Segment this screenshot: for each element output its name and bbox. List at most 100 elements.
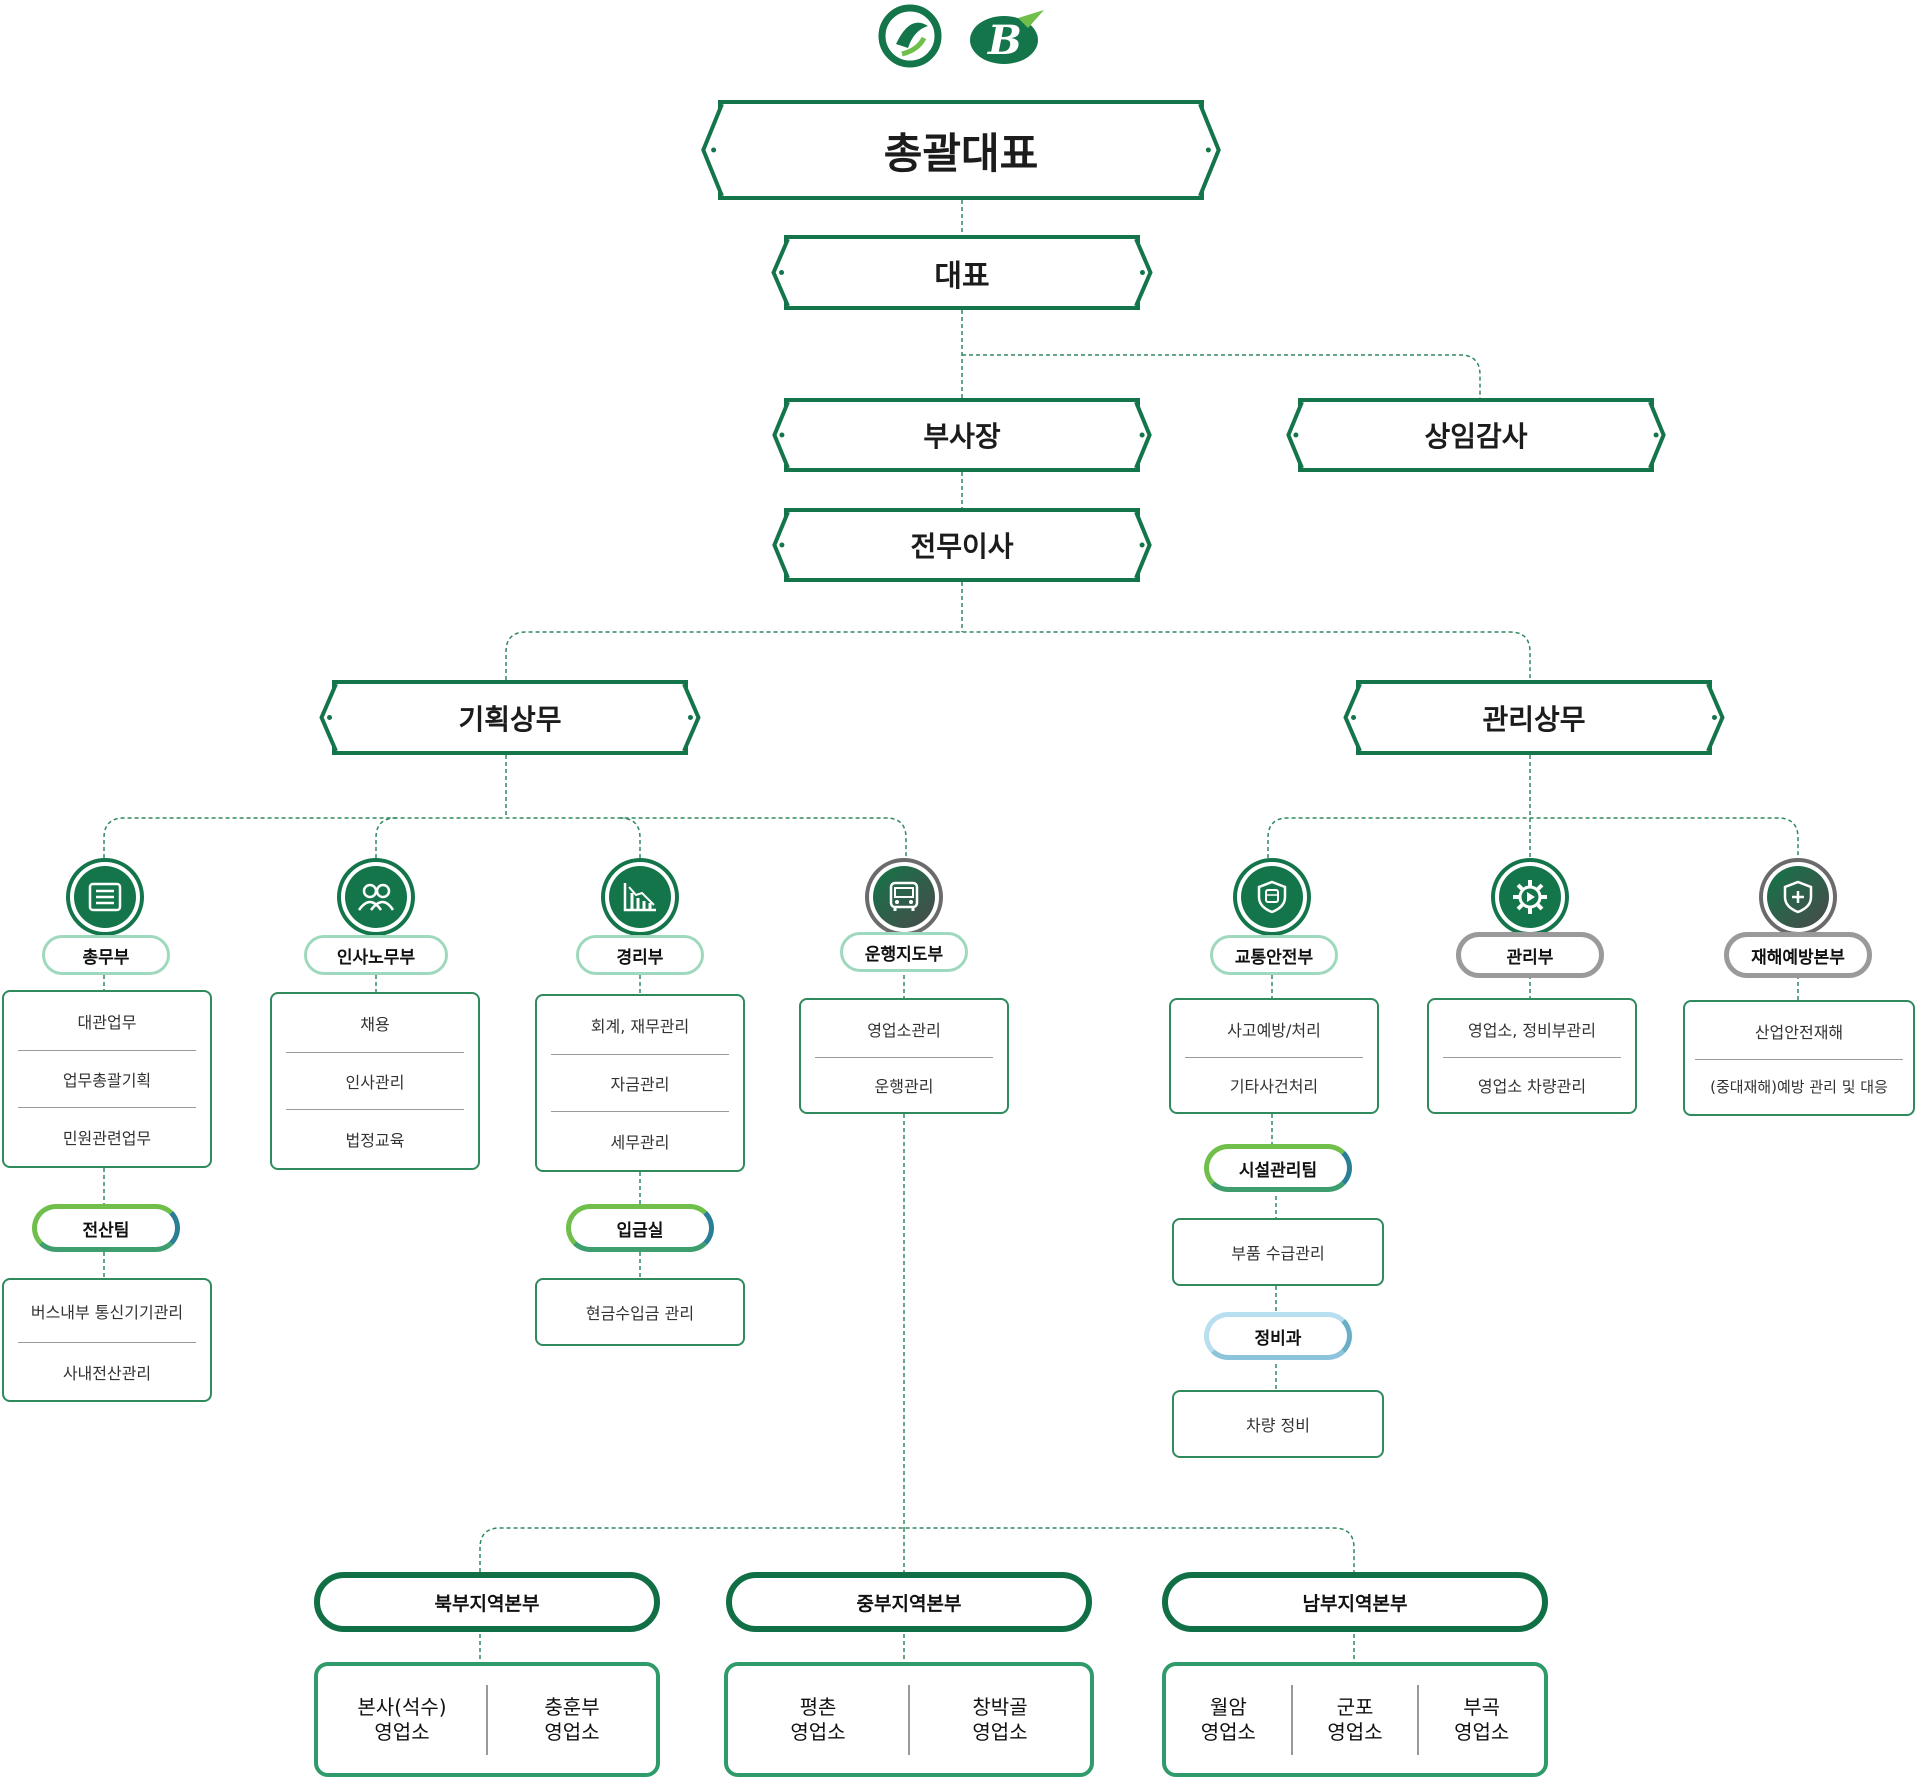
representative-label: 대표 bbox=[934, 258, 990, 294]
task-item: 영업소관리 bbox=[815, 1000, 993, 1058]
arrow-end-icon bbox=[701, 103, 724, 197]
task-item: 회계, 재무관리 bbox=[551, 996, 729, 1055]
managing-director-box: 전무이사 bbox=[772, 508, 1152, 582]
traffic-safety-tasks: 사고예방/처리 기타사건처리 bbox=[1169, 998, 1379, 1114]
cash-room-tasks: 현금수입금 관리 bbox=[535, 1278, 745, 1346]
general-affairs-node bbox=[66, 858, 144, 936]
operations-node bbox=[865, 858, 943, 936]
dept-general-affairs: 총무부 bbox=[42, 935, 170, 975]
svg-text:B: B bbox=[987, 17, 1022, 64]
dept-finance-label: 경리부 bbox=[616, 947, 664, 968]
dept-administration: 관리부 bbox=[1456, 932, 1604, 978]
ceo-label: 총괄대표 bbox=[883, 128, 1039, 178]
team-cash-room-label: 입금실 bbox=[616, 1220, 664, 1241]
disaster-prevention-tasks: 산업안전재해 (중대재해)예방 관리 및 대응 bbox=[1683, 1000, 1915, 1116]
planning-division-box: 기획상무 bbox=[319, 680, 701, 755]
arrow-end-icon bbox=[771, 238, 790, 307]
bus-icon bbox=[889, 881, 919, 911]
task-item: 버스내부 통신기기관리 bbox=[18, 1280, 196, 1343]
bar-chart-icon bbox=[623, 883, 656, 912]
task-item: 인사관리 bbox=[286, 1053, 464, 1110]
team-cash-room: 입금실 bbox=[566, 1204, 714, 1252]
task-item: 대관업무 bbox=[18, 992, 196, 1051]
general-affairs-tasks: 대관업무 업무총괄기획 민원관련업무 bbox=[2, 990, 212, 1168]
facility-tasks: 부품 수급관리 bbox=[1172, 1218, 1384, 1286]
branch-suffix: 영업소 bbox=[1200, 1719, 1256, 1744]
vice-president-label: 부사장 bbox=[923, 420, 1001, 453]
arrow-end-icon bbox=[772, 511, 790, 579]
hr-tasks: 채용 인사관리 법정교육 bbox=[270, 992, 480, 1170]
arrow-end-icon bbox=[1134, 238, 1153, 307]
dept-administration-label: 관리부 bbox=[1506, 947, 1554, 968]
it-team-tasks: 버스내부 통신기기관리 사내전산관리 bbox=[2, 1278, 212, 1402]
branch-suffix: 영업소 bbox=[1327, 1719, 1383, 1744]
branch-suffix: 영업소 bbox=[972, 1719, 1028, 1744]
task-item: 채용 bbox=[286, 994, 464, 1053]
ceo-box: 총괄대표 bbox=[701, 100, 1221, 200]
region-south-label: 남부지역본부 bbox=[1302, 1592, 1408, 1615]
management-division-box: 관리상무 bbox=[1343, 680, 1725, 755]
team-maintenance-label: 정비과 bbox=[1254, 1328, 1302, 1349]
arrow-end-icon bbox=[1134, 401, 1152, 469]
task-item: 세무관리 bbox=[610, 1133, 670, 1152]
task-item: 사고예방/처리 bbox=[1185, 1000, 1363, 1058]
dept-traffic-safety: 교통안전부 bbox=[1210, 935, 1338, 975]
region-north-label: 북부지역본부 bbox=[434, 1592, 540, 1615]
branch-suffix: 영업소 bbox=[544, 1719, 600, 1744]
planning-division-label: 기획상무 bbox=[458, 702, 562, 736]
arrow-end-icon bbox=[1706, 683, 1725, 752]
standing-auditor-box: 상임감사 bbox=[1286, 398, 1666, 472]
hr-node bbox=[337, 858, 415, 936]
arrow-end-icon bbox=[1343, 683, 1362, 752]
branch-office: 본사(석수)영업소 bbox=[318, 1684, 488, 1755]
team-maintenance: 정비과 bbox=[1204, 1312, 1352, 1360]
standing-auditor-label: 상임감사 bbox=[1424, 420, 1528, 453]
gear-icon bbox=[1513, 880, 1547, 914]
dept-hr-label: 인사노무부 bbox=[336, 947, 416, 968]
region-central: 중부지역본부 bbox=[726, 1572, 1092, 1632]
shield-plus-icon bbox=[1783, 880, 1813, 914]
team-facility-management: 시설관리팀 bbox=[1204, 1144, 1352, 1192]
branch-name: 충훈부 bbox=[544, 1694, 600, 1719]
region-north: 북부지역본부 bbox=[314, 1572, 660, 1632]
vice-president-box: 부사장 bbox=[772, 398, 1152, 472]
dept-operations: 운행지도부 bbox=[840, 932, 968, 972]
branch-name: 창박골 bbox=[972, 1694, 1028, 1719]
branch-suffix: 영업소 bbox=[374, 1719, 430, 1744]
company-logo: B bbox=[878, 4, 1044, 68]
task-item: 자금관리 bbox=[551, 1055, 729, 1112]
task-item: 영업소 차량관리 bbox=[1477, 1076, 1587, 1096]
dept-operations-label: 운행지도부 bbox=[864, 944, 944, 965]
task-item: (중대재해)예방 관리 및 대응 bbox=[1710, 1078, 1888, 1096]
finance-tasks: 회계, 재무관리 자금관리 세무관리 bbox=[535, 994, 745, 1172]
task-item: 사내전산관리 bbox=[62, 1364, 152, 1383]
branch-name: 군포 bbox=[1336, 1694, 1374, 1719]
dept-hr: 인사노무부 bbox=[304, 935, 448, 975]
arrow-end-icon bbox=[1286, 401, 1304, 469]
task-item: 운행관리 bbox=[874, 1076, 934, 1096]
task-item: 현금수입금 관리 bbox=[585, 1304, 695, 1323]
disaster-prevention-node bbox=[1759, 858, 1837, 936]
branch-suffix: 영업소 bbox=[790, 1719, 846, 1744]
task-item: 민원관련업무 bbox=[62, 1129, 152, 1148]
people-icon bbox=[357, 883, 395, 911]
team-it-label: 전산팀 bbox=[82, 1220, 130, 1241]
region-south: 남부지역본부 bbox=[1162, 1572, 1548, 1632]
finance-node bbox=[601, 858, 679, 936]
operations-tasks: 영업소관리 운행관리 bbox=[799, 998, 1009, 1114]
administration-node bbox=[1491, 858, 1569, 936]
dept-finance: 경리부 bbox=[576, 935, 704, 975]
maintenance-tasks: 차량 정비 bbox=[1172, 1390, 1384, 1458]
branch-name: 평촌 bbox=[799, 1694, 837, 1719]
arrow-end-icon bbox=[1134, 511, 1152, 579]
branch-suffix: 영업소 bbox=[1454, 1719, 1510, 1744]
team-facility-management-label: 시설관리팀 bbox=[1238, 1160, 1318, 1181]
branch-name: 부곡 bbox=[1463, 1694, 1501, 1719]
management-division-label: 관리상무 bbox=[1482, 702, 1586, 736]
